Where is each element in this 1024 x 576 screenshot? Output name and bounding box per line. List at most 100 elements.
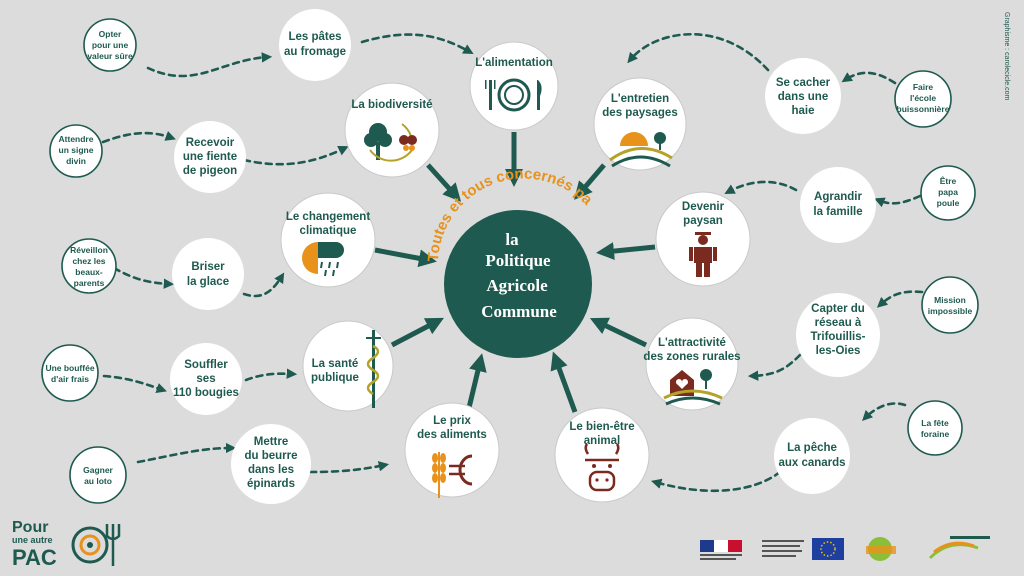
theme-biodiversite-label: La biodiversité bbox=[351, 99, 432, 111]
svg-text:buissonnière: buissonnière bbox=[897, 104, 950, 114]
svg-text:La pêche: La pêche bbox=[787, 442, 837, 454]
partner-logos bbox=[700, 536, 990, 561]
svg-text:La fête: La fête bbox=[921, 418, 949, 428]
theme-alimentation: L'alimentation bbox=[469, 41, 559, 131]
small-divin: Attendre un signe divin bbox=[49, 124, 103, 178]
svg-text:haie: haie bbox=[791, 105, 814, 117]
small-ecole: Faire l'école buissonnière bbox=[894, 70, 952, 128]
svg-text:Se cacher: Se cacher bbox=[776, 77, 831, 89]
svg-text:épinards: épinards bbox=[247, 478, 295, 490]
svg-text:dans une: dans une bbox=[778, 91, 828, 103]
mid-bougies: Souffler ses 110 bougies bbox=[170, 343, 242, 415]
svg-text:Capter du: Capter du bbox=[811, 303, 865, 315]
svg-text:Recevoir: Recevoir bbox=[186, 137, 235, 149]
theme-rurales: L'attractivité des zones rurales bbox=[643, 317, 741, 411]
solid-arrows bbox=[374, 132, 656, 413]
svg-text:Souffler: Souffler bbox=[184, 359, 228, 371]
svg-text:Trifouillis-: Trifouillis- bbox=[811, 331, 866, 343]
theme-prix-label-2: des aliments bbox=[417, 429, 487, 441]
svg-text:Pour: Pour bbox=[12, 519, 48, 536]
mid-glace: Briser la glace bbox=[172, 238, 244, 310]
svg-text:une fiente: une fiente bbox=[183, 151, 237, 163]
eu-flag-logo bbox=[812, 538, 844, 560]
center-line-1: la bbox=[505, 230, 519, 249]
theme-prix: Le prix des aliments bbox=[404, 402, 500, 498]
theme-paysages: L'entretien des paysages bbox=[593, 77, 687, 171]
sun-cloud-rain-icon bbox=[302, 242, 344, 277]
svg-text:Opter: Opter bbox=[99, 29, 122, 39]
svg-text:Être: Être bbox=[940, 175, 957, 186]
svg-text:l'école: l'école bbox=[910, 93, 936, 103]
svg-text:un signe: un signe bbox=[59, 145, 94, 155]
mid-canards: La pêche aux canards bbox=[774, 418, 850, 494]
svg-text:parents: parents bbox=[74, 278, 105, 288]
landscape-sun-icon bbox=[609, 132, 673, 168]
mid-pates: Les pâtes au fromage bbox=[279, 9, 351, 81]
svg-text:dans les: dans les bbox=[248, 464, 294, 476]
svg-text:d'air frais: d'air frais bbox=[51, 374, 89, 384]
house-heart-icon bbox=[663, 369, 723, 406]
svg-text:foraine: foraine bbox=[921, 429, 950, 439]
svg-text:la famille: la famille bbox=[813, 206, 862, 218]
svg-text:pour une: pour une bbox=[92, 40, 129, 50]
center-circle bbox=[444, 210, 592, 358]
theme-biodiversite: La biodiversité bbox=[344, 82, 440, 178]
eu-fund-text-block bbox=[762, 540, 804, 557]
svg-text:Briser: Briser bbox=[191, 261, 225, 273]
svg-text:PAC: PAC bbox=[12, 545, 57, 570]
small-bouffee: Une bouffée d'air frais bbox=[41, 344, 99, 402]
svg-text:ses: ses bbox=[196, 373, 215, 385]
svg-text:Mettre: Mettre bbox=[254, 436, 289, 448]
svg-text:Attendre: Attendre bbox=[59, 134, 94, 144]
europe-s-engage-logo bbox=[866, 537, 896, 561]
svg-text:Réveillon: Réveillon bbox=[70, 245, 108, 255]
mid-famille: Agrandir la famille bbox=[800, 167, 876, 243]
small-reveillon: Réveillon chez les beaux- parents bbox=[61, 238, 117, 294]
svg-text:la glace: la glace bbox=[187, 276, 229, 288]
svg-text:papa: papa bbox=[938, 187, 958, 197]
pac-logo: Pour une autre PAC bbox=[12, 519, 121, 570]
theme-paysan-label-2: paysan bbox=[683, 215, 723, 227]
svg-text:Gagner: Gagner bbox=[83, 465, 113, 475]
svg-text:une autre: une autre bbox=[12, 535, 53, 545]
small-foire: La fête foraine bbox=[907, 400, 963, 456]
small-mission: Mission impossible bbox=[921, 276, 979, 334]
cow-face-icon bbox=[584, 443, 620, 492]
fork-icon bbox=[105, 524, 121, 566]
theme-climat-label-2: climatique bbox=[300, 225, 357, 237]
caduceus-icon bbox=[366, 330, 381, 408]
theme-animal: Le bien-être animal bbox=[554, 407, 650, 503]
center-line-3: Agricole bbox=[486, 276, 548, 295]
theme-prix-label-1: Le prix bbox=[433, 415, 471, 427]
theme-alimentation-label: L'alimentation bbox=[475, 57, 553, 69]
svg-text:au loto: au loto bbox=[84, 476, 112, 486]
tree-butterfly-icon bbox=[364, 123, 417, 162]
plate-icon bbox=[485, 78, 542, 112]
theme-paysages-label-2: des paysages bbox=[602, 107, 677, 119]
mid-beurre: Mettre du beurre dans les épinards bbox=[231, 424, 311, 504]
mid-haie: Se cacher dans une haie bbox=[765, 58, 841, 134]
center-line-2: Politique bbox=[485, 251, 551, 270]
svg-text:Les pâtes: Les pâtes bbox=[288, 31, 341, 43]
theme-sante-label-1: La santé bbox=[312, 358, 359, 370]
svg-text:Agrandir: Agrandir bbox=[814, 191, 862, 203]
farmer-icon bbox=[689, 232, 717, 277]
theme-climat-label-1: Le changement bbox=[286, 211, 371, 223]
theme-rurales-label-2: des zones rurales bbox=[643, 351, 740, 363]
theme-paysan: Devenir paysan bbox=[655, 191, 751, 287]
svg-text:divin: divin bbox=[66, 156, 86, 166]
svg-text:de pigeon: de pigeon bbox=[183, 165, 237, 177]
small-poule: Être papa poule bbox=[920, 165, 976, 221]
theme-sante-label-2: publique bbox=[311, 372, 359, 384]
mid-fiente: Recevoir une fiente de pigeon bbox=[174, 121, 246, 193]
wheat-euro-icon bbox=[432, 452, 473, 498]
theme-rurales-label-1: L'attractivité bbox=[658, 337, 726, 349]
svg-text:réseau à: réseau à bbox=[815, 317, 862, 329]
svg-text:au fromage: au fromage bbox=[284, 46, 346, 58]
svg-text:Faire: Faire bbox=[913, 82, 934, 92]
reseau-rural-logo bbox=[928, 536, 990, 560]
mid-reseau: Capter du réseau à Trifouillis- les-Oies bbox=[796, 293, 880, 377]
theme-animal-label-2: animal bbox=[584, 435, 620, 447]
svg-text:beaux-: beaux- bbox=[75, 267, 103, 277]
